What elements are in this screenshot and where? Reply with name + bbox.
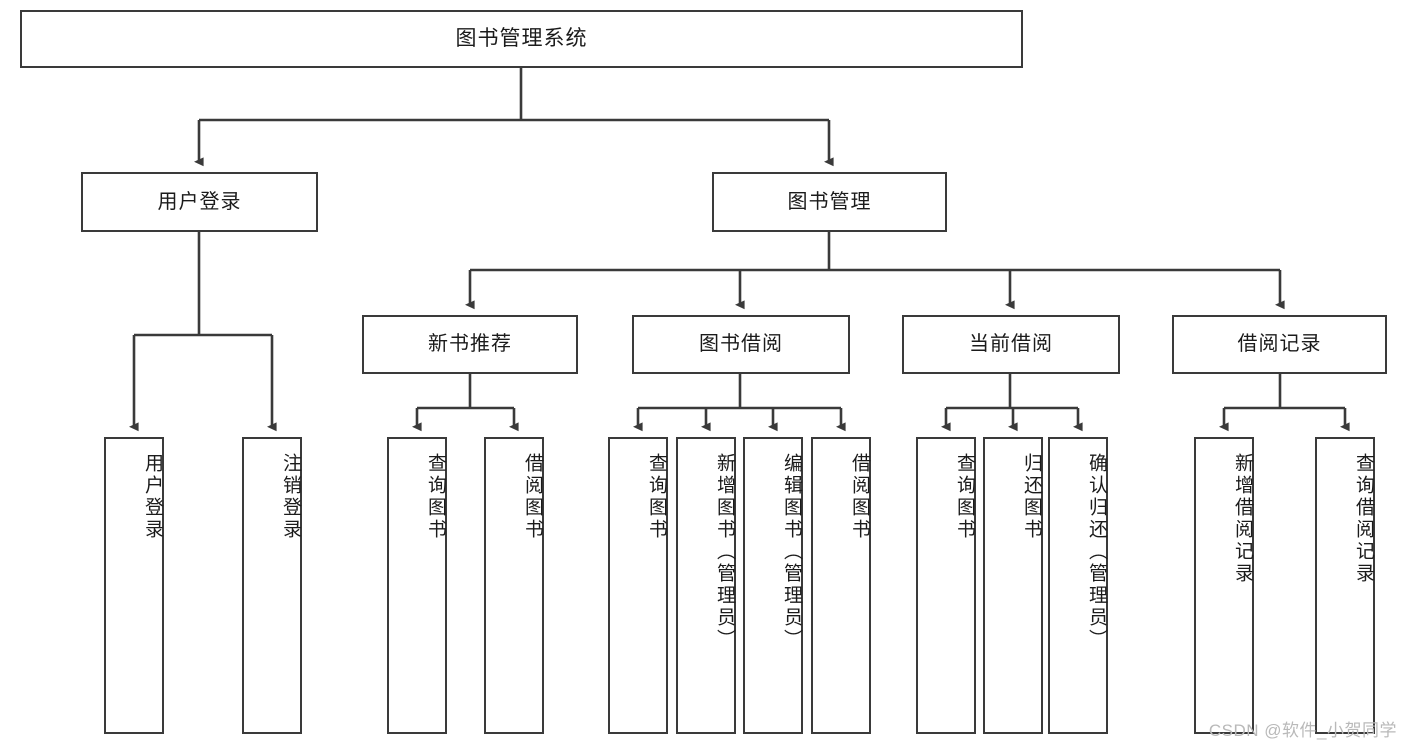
node-label: 用户登录 <box>157 190 242 213</box>
node-label: 归还图书 <box>1021 453 1042 541</box>
node-root-system[interactable]: 图书管理系统 <box>20 10 1023 68</box>
node-current-borrow[interactable]: 当前借阅 <box>902 315 1120 374</box>
leaf-borrow-book-1[interactable]: 借阅图书 <box>484 437 544 734</box>
leaf-borrow-book-2[interactable]: 借阅图书 <box>811 437 871 734</box>
leaf-logout[interactable]: 注销登录 <box>242 437 302 734</box>
watermark: CSDN @软件_小贺同学 <box>1208 721 1397 740</box>
leaf-return-book[interactable]: 归还图书 <box>983 437 1043 734</box>
leaf-query-record[interactable]: 查询借阅记录 <box>1315 437 1375 734</box>
node-label: 新增借阅记录 <box>1232 453 1253 585</box>
node-label: 新增图书（管理员） <box>714 453 735 651</box>
node-book-management[interactable]: 图书管理 <box>712 172 947 232</box>
leaf-add-record[interactable]: 新增借阅记录 <box>1194 437 1254 734</box>
node-label: 图书管理 <box>787 190 872 213</box>
node-label: 图书管理系统 <box>455 26 588 50</box>
node-label: 当前借阅 <box>969 333 1053 355</box>
node-label: 查询图书 <box>646 453 667 541</box>
node-user-login[interactable]: 用户登录 <box>81 172 318 232</box>
node-book-borrow[interactable]: 图书借阅 <box>632 315 850 374</box>
leaf-edit-book[interactable]: 编辑图书（管理员） <box>743 437 803 734</box>
node-borrow-record[interactable]: 借阅记录 <box>1172 315 1387 374</box>
node-label: 注销登录 <box>280 453 301 541</box>
leaf-query-book-3[interactable]: 查询图书 <box>916 437 976 734</box>
leaf-query-book-2[interactable]: 查询图书 <box>608 437 668 734</box>
node-label: 编辑图书（管理员） <box>781 453 802 651</box>
leaf-query-book-1[interactable]: 查询图书 <box>387 437 447 734</box>
node-label: 确认归还（管理员） <box>1086 453 1107 651</box>
leaf-user-login[interactable]: 用户登录 <box>104 437 164 734</box>
leaf-add-book[interactable]: 新增图书（管理员） <box>676 437 736 734</box>
node-label: 借阅记录 <box>1237 333 1322 355</box>
leaf-confirm-return[interactable]: 确认归还（管理员） <box>1048 437 1108 734</box>
node-label: 新书推荐 <box>428 333 512 355</box>
node-label: 图书借阅 <box>699 333 783 355</box>
node-label: 查询图书 <box>425 453 446 541</box>
node-label: 查询借阅记录 <box>1353 453 1374 585</box>
node-label: 借阅图书 <box>522 453 543 541</box>
node-label: 用户登录 <box>142 453 163 541</box>
node-new-book-recommend[interactable]: 新书推荐 <box>362 315 578 374</box>
node-label: 查询图书 <box>954 453 975 541</box>
node-label: 借阅图书 <box>849 453 870 541</box>
